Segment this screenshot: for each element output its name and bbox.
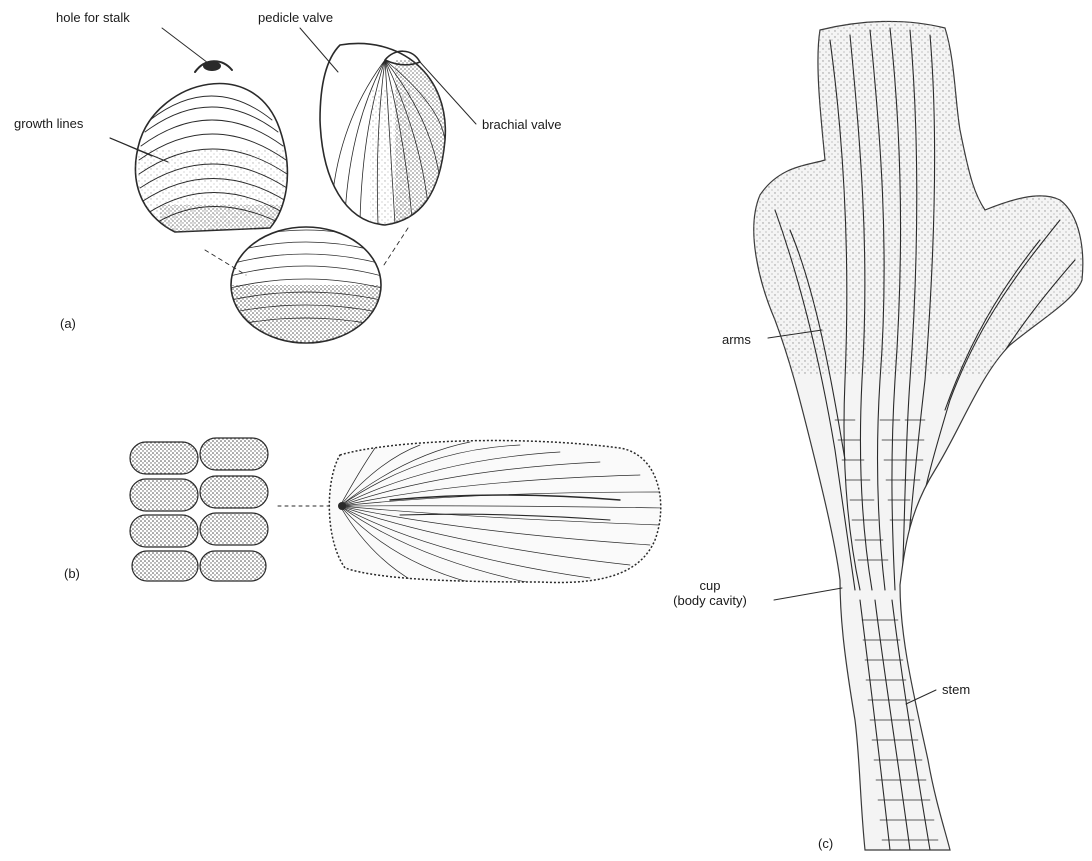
label-arms: arms — [722, 332, 751, 347]
label-growth-lines: growth lines — [14, 116, 83, 131]
enlarged-plate — [329, 441, 665, 585]
brachiopod-front-view — [205, 227, 408, 350]
brachiopod-side-view — [320, 43, 455, 230]
label-cup-line1: cup — [656, 578, 764, 593]
label-stem: stem — [942, 682, 970, 697]
label-cup-line2: (body cavity) — [656, 593, 764, 608]
small-segmented-colony — [130, 438, 332, 581]
panel-letter-c: (c) — [818, 836, 833, 851]
crinoid — [740, 15, 1090, 850]
label-pedicle-valve: pedicle valve — [258, 10, 333, 25]
panel-letter-b: (b) — [64, 566, 80, 581]
label-brachial-valve: brachial valve — [482, 117, 562, 132]
panel-letter-a: (a) — [60, 316, 76, 331]
label-cup: cup (body cavity) — [656, 578, 764, 608]
brachiopod-dorsal-view — [120, 61, 300, 240]
label-hole-for-stalk: hole for stalk — [56, 10, 130, 25]
